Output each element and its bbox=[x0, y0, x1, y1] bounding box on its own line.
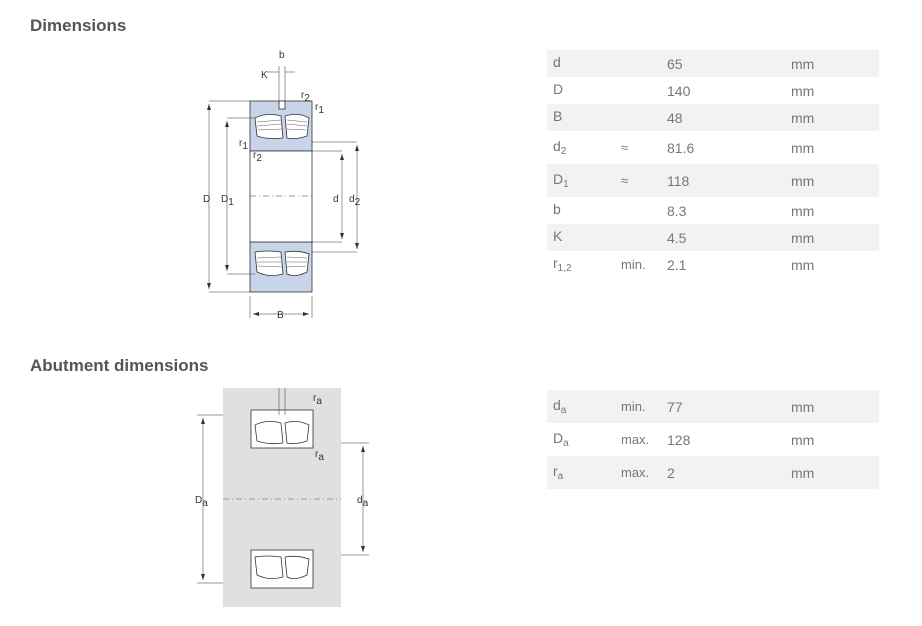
row-symbol: d bbox=[553, 54, 561, 70]
table-row: Da max. 128 mm bbox=[547, 423, 879, 456]
row-symbol: K bbox=[553, 228, 563, 244]
label-ra-side: ra bbox=[315, 449, 324, 463]
row-qualifier bbox=[615, 50, 661, 77]
row-qualifier bbox=[615, 224, 661, 251]
label-B: B bbox=[277, 310, 284, 321]
table-row: d2 ≈ 81.6 mm bbox=[547, 131, 879, 164]
row-symbol: r1,2 bbox=[553, 255, 572, 274]
label-D1: D1 bbox=[221, 194, 234, 208]
table-row: da min. 77 mm bbox=[547, 390, 879, 423]
table-row: D1 ≈ 118 mm bbox=[547, 164, 879, 197]
row-unit: mm bbox=[791, 464, 815, 481]
table-row: K 4.5 mm bbox=[547, 224, 879, 251]
row-unit: mm bbox=[791, 55, 815, 72]
table-row: d 65 mm bbox=[547, 50, 879, 77]
label-r2-top: r2 bbox=[301, 90, 310, 104]
row-qualifier bbox=[615, 77, 661, 104]
row-symbol: b bbox=[553, 201, 561, 217]
label-r1-top: r1 bbox=[315, 102, 324, 116]
row-qualifier: ≈ bbox=[621, 173, 629, 188]
row-qualifier: max. bbox=[621, 465, 650, 480]
row-unit: mm bbox=[791, 431, 815, 448]
roller-bottom-left bbox=[254, 250, 284, 276]
dimensions-table: d 65 mm D 140 mm B 48 mm d2 ≈ 81.6 mm D1… bbox=[547, 50, 879, 278]
row-unit: mm bbox=[791, 82, 815, 99]
abutment-dimensions-title: Abutment dimensions bbox=[30, 356, 209, 375]
label-k: K bbox=[261, 70, 268, 81]
roller-top-left bbox=[254, 114, 284, 140]
row-symbol: d2 bbox=[553, 138, 567, 157]
label-ra-top: ra bbox=[313, 393, 322, 407]
row-qualifier: min. bbox=[621, 257, 646, 272]
label-Da: Da bbox=[195, 495, 208, 509]
row-symbol: ra bbox=[553, 463, 564, 482]
label-r1-side: r1 bbox=[239, 138, 248, 152]
label-d: d bbox=[333, 194, 339, 205]
row-value: 81.6 bbox=[667, 139, 695, 156]
row-symbol: da bbox=[553, 397, 567, 416]
row-unit: mm bbox=[791, 202, 815, 219]
dimensions-title: Dimensions bbox=[30, 16, 127, 35]
row-symbol: B bbox=[553, 108, 563, 124]
row-symbol: D bbox=[553, 81, 564, 97]
row-value: 2.1 bbox=[667, 256, 687, 273]
row-value: 8.3 bbox=[667, 202, 687, 219]
bearing-dimensions-drawing: b K r2 r1 r1 r2 D D1 d d2 B bbox=[203, 50, 361, 321]
row-symbol: D1 bbox=[553, 171, 569, 190]
row-unit: mm bbox=[791, 398, 815, 415]
row-unit: mm bbox=[791, 256, 815, 273]
abutment-dimensions-drawing: ra ra Da da bbox=[195, 388, 369, 607]
table-row: r1,2 min. 2.1 mm bbox=[547, 251, 879, 278]
label-d2: d2 bbox=[349, 194, 361, 208]
label-D: D bbox=[203, 194, 210, 205]
table-row: B 48 mm bbox=[547, 104, 879, 131]
row-qualifier bbox=[615, 104, 661, 131]
row-qualifier: ≈ bbox=[621, 140, 629, 155]
row-value: 2 bbox=[667, 464, 675, 481]
label-r2-side: r2 bbox=[253, 150, 262, 164]
label-da: da bbox=[357, 495, 369, 509]
table-row: ra max. 2 mm bbox=[547, 456, 879, 489]
roller-bottom-right bbox=[284, 250, 310, 276]
row-qualifier: max. bbox=[621, 432, 650, 447]
row-value: 65 bbox=[667, 55, 683, 72]
row-qualifier: min. bbox=[621, 399, 646, 414]
table-row: D 140 mm bbox=[547, 77, 879, 104]
row-unit: mm bbox=[791, 139, 815, 156]
row-unit: mm bbox=[791, 172, 815, 189]
row-value: 77 bbox=[667, 398, 683, 415]
row-value: 128 bbox=[667, 431, 691, 448]
row-value: 4.5 bbox=[667, 229, 687, 246]
row-qualifier bbox=[615, 197, 661, 224]
roller-top-right bbox=[284, 114, 310, 140]
row-value: 140 bbox=[667, 82, 691, 99]
label-b: b bbox=[279, 50, 285, 61]
abutment-dimensions-table: da min. 77 mm Da max. 128 mm ra max. 2 m… bbox=[547, 390, 879, 489]
row-value: 118 bbox=[667, 172, 690, 189]
row-unit: mm bbox=[791, 229, 815, 246]
row-value: 48 bbox=[667, 109, 683, 126]
row-unit: mm bbox=[791, 109, 815, 126]
table-row: b 8.3 mm bbox=[547, 197, 879, 224]
row-symbol: Da bbox=[553, 430, 569, 449]
